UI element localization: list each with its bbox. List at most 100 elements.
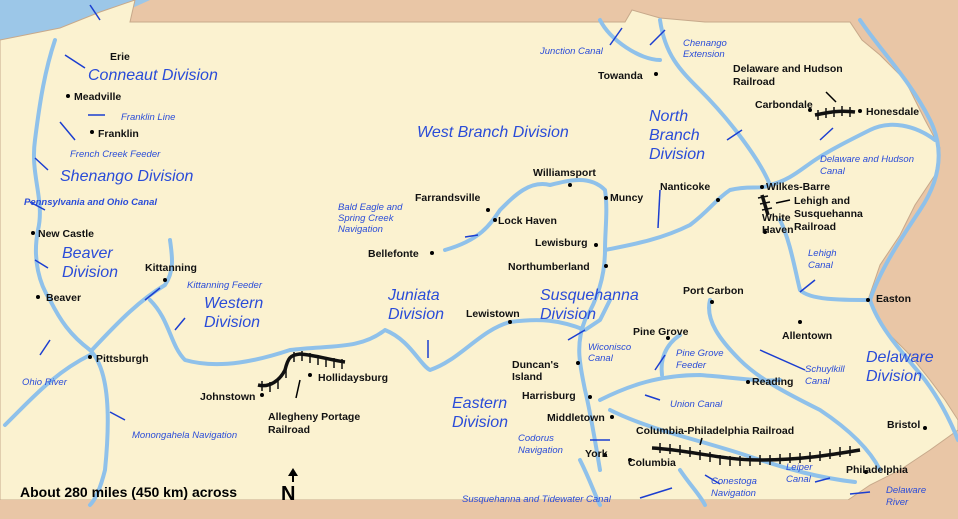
union-canal bbox=[598, 373, 782, 402]
city-kittanning: Kittanning bbox=[145, 262, 197, 274]
city-carbondale: Carbondale bbox=[755, 99, 813, 111]
city-lewistown: Lewistown bbox=[466, 308, 520, 320]
city-lock-haven: Lock Haven bbox=[498, 215, 557, 227]
railroad-ties bbox=[261, 106, 851, 466]
city-pine-grove: Pine Grove bbox=[633, 326, 689, 338]
allegheny-upper bbox=[90, 238, 174, 352]
city-meadville: Meadville bbox=[74, 91, 121, 103]
susquehanna-lower bbox=[608, 408, 857, 484]
city-bellefonte: Bellefonte bbox=[368, 248, 419, 260]
label-kittanning-feeder: Kittanning Feeder bbox=[187, 280, 263, 291]
label-columbia-railroad: Columbia-Philadelphia Railroad bbox=[636, 425, 794, 437]
ohio-river-line bbox=[3, 353, 92, 427]
north-arrow-head-icon bbox=[288, 468, 298, 476]
label-union-canal: Union Canal bbox=[670, 399, 723, 410]
columbia-ties bbox=[659, 443, 851, 466]
scale-label: About 280 miles (450 km) across bbox=[20, 484, 237, 500]
city-erie: Erie bbox=[110, 51, 130, 63]
maryland-region bbox=[0, 500, 958, 519]
division-west-branch: West Branch Division bbox=[417, 124, 569, 141]
label-ohio-river: Ohio River bbox=[22, 377, 68, 388]
pine-grove-feeder bbox=[659, 333, 682, 377]
city-honesdale: Honesdale bbox=[866, 106, 919, 118]
division-conneaut: Conneaut Division bbox=[88, 67, 218, 84]
lehigh-susquehanna-track bbox=[760, 194, 770, 216]
label-tidewater: Susquehanna and Tidewater Canal bbox=[462, 494, 612, 505]
label-junction: Junction Canal bbox=[539, 46, 604, 57]
feature-labels: Franklin Line French Creek Feeder Pennsy… bbox=[22, 38, 926, 508]
division-labels: Conneaut Division Shenango Division Beav… bbox=[60, 67, 934, 431]
city-reading: Reading bbox=[752, 376, 793, 388]
city-pittsburgh: Pittsburgh bbox=[96, 353, 149, 365]
conestoga-navigation bbox=[678, 468, 707, 507]
west-branch-susquehanna bbox=[443, 178, 609, 472]
city-franklin: Franklin bbox=[98, 128, 139, 140]
north-label: N bbox=[281, 483, 295, 505]
city-labels: Erie Meadville Franklin New Castle Beave… bbox=[38, 51, 920, 476]
arrows bbox=[29, 4, 871, 499]
junction-canal-line bbox=[598, 18, 662, 62]
city-wilkes-barre: Wilkes-Barre bbox=[766, 181, 830, 193]
city-muncy: Muncy bbox=[610, 192, 643, 204]
city-johnstown: Johnstown bbox=[200, 391, 255, 403]
city-port-carbon: Port Carbon bbox=[683, 285, 744, 297]
city-lewisburg: Lewisburg bbox=[535, 237, 588, 249]
lehigh-canal bbox=[778, 218, 872, 302]
city-allentown: Allentown bbox=[782, 330, 832, 342]
city-towanda: Towanda bbox=[598, 70, 643, 82]
black-arrows bbox=[295, 91, 837, 446]
city-nanticoke: Nanticoke bbox=[660, 181, 710, 193]
city-bristol: Bristol bbox=[887, 419, 920, 431]
label-french-creek-feeder: French Creek Feeder bbox=[70, 149, 161, 160]
portage-ties bbox=[261, 351, 343, 392]
ls-ties bbox=[757, 195, 773, 211]
label-monongahela: Monongahela Navigation bbox=[132, 430, 237, 441]
city-northumberland: Northumberland bbox=[508, 261, 590, 273]
schuylkill-canal bbox=[707, 298, 882, 472]
city-new-castle: New Castle bbox=[38, 228, 94, 240]
allegheny-ohio-river bbox=[32, 38, 110, 507]
city-easton: Easton bbox=[876, 293, 911, 305]
allegheny-portage-track bbox=[257, 352, 346, 388]
city-york: York bbox=[585, 448, 608, 460]
label-franklin-line: Franklin Line bbox=[121, 112, 175, 123]
city-philadelphia: Philadelphia bbox=[846, 464, 908, 476]
city-farrandsville: Farrandsville bbox=[415, 192, 481, 204]
tidewater-canal bbox=[578, 458, 602, 507]
label-pa-ohio-canal: Pennsylvania and Ohio Canal bbox=[24, 197, 157, 208]
dh-ties bbox=[817, 106, 851, 120]
city-columbia: Columbia bbox=[628, 457, 676, 469]
city-harrisburg: Harrisburg bbox=[522, 390, 576, 402]
delaware-river bbox=[858, 18, 958, 442]
division-shenango: Shenango Division bbox=[60, 168, 194, 185]
city-dots bbox=[31, 72, 927, 474]
city-hollidaysburg: Hollidaysburg bbox=[318, 372, 388, 384]
upper-north-branch bbox=[658, 18, 772, 187]
